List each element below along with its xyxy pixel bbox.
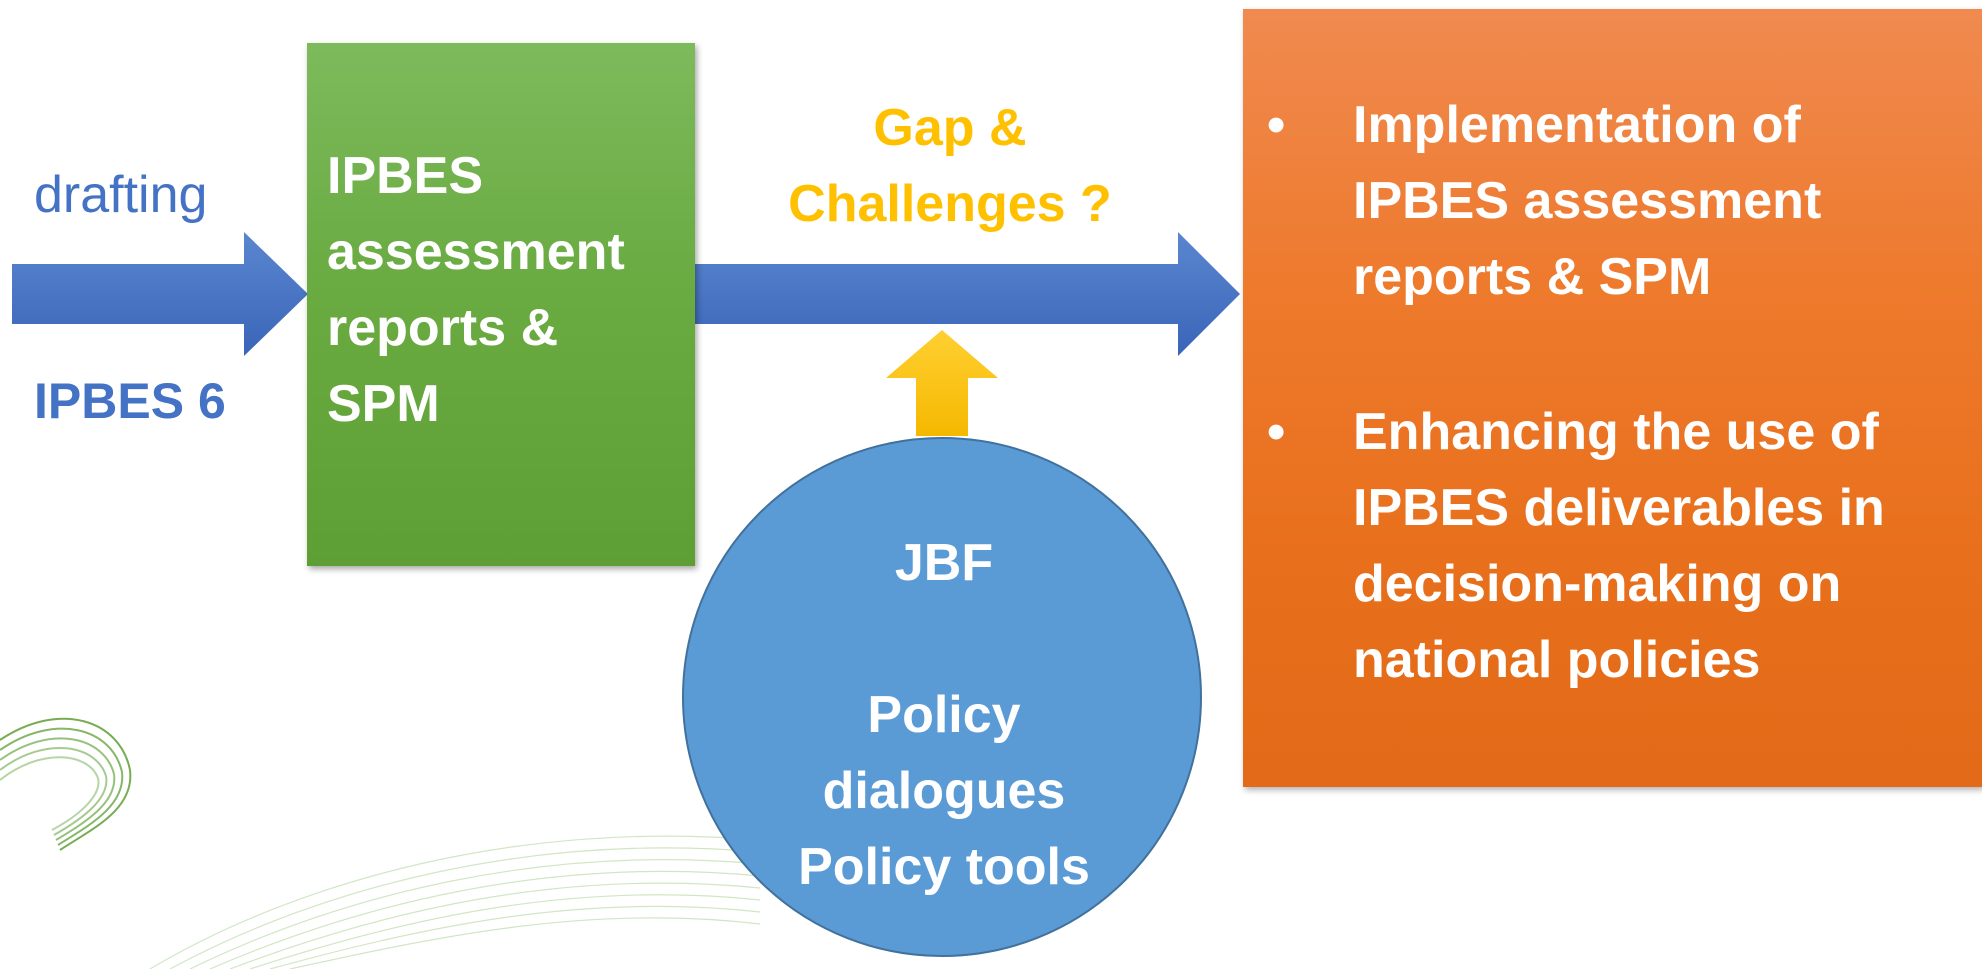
outcome-list-b: • Enhancing the use of IPBES deliverable…	[1267, 394, 1967, 698]
gap-line: Challenges ?	[788, 175, 1112, 233]
jbf-circle: JBF Policy dialogues Policy tools	[682, 437, 1202, 957]
reports-box-text: IPBES assessment reports & SPM	[327, 138, 687, 442]
support-up-arrow	[886, 330, 998, 436]
bullet-icon: •	[1267, 96, 1286, 154]
reports-line: IPBES	[327, 147, 484, 205]
ipbes6-label: IPBES 6	[34, 373, 226, 429]
reports-line: SPM	[327, 375, 440, 433]
outcome-item: • Implementation of IPBES assessment rep…	[1267, 87, 1967, 315]
input-arrow	[12, 232, 308, 356]
outcome-line: IPBES assessment	[1353, 172, 1822, 230]
jbf-body: Policy dialogues Policy tools	[684, 677, 1204, 905]
outcome-line: IPBES deliverables in	[1353, 479, 1885, 537]
outcome-line: decision-making on	[1353, 555, 1842, 613]
drafting-label: drafting	[34, 166, 208, 224]
jbf-line: dialogues	[822, 762, 1066, 820]
reports-line: assessment	[327, 223, 625, 281]
outcomes-box: • Implementation of IPBES assessment rep…	[1243, 9, 1982, 787]
outcome-line: Implementation of	[1353, 96, 1801, 154]
gap-line: Gap &	[873, 99, 1027, 157]
outcome-item: • Enhancing the use of IPBES deliverable…	[1267, 394, 1967, 698]
main-flow-arrow	[694, 232, 1240, 356]
outcome-line: national policies	[1353, 631, 1761, 689]
outcome-line: Enhancing the use of	[1353, 403, 1879, 461]
jbf-title: JBF	[894, 534, 994, 592]
outcome-line: reports & SPM	[1353, 248, 1712, 306]
jbf-line: Policy	[867, 686, 1021, 744]
reports-box: IPBES assessment reports & SPM	[307, 43, 695, 566]
gap-challenges-label: Gap & Challenges ?	[770, 90, 1130, 242]
reports-line: reports &	[327, 299, 559, 357]
bullet-icon: •	[1267, 403, 1286, 461]
jbf-line: Policy tools	[798, 838, 1090, 896]
outcome-list-a: • Implementation of IPBES assessment rep…	[1267, 87, 1967, 315]
